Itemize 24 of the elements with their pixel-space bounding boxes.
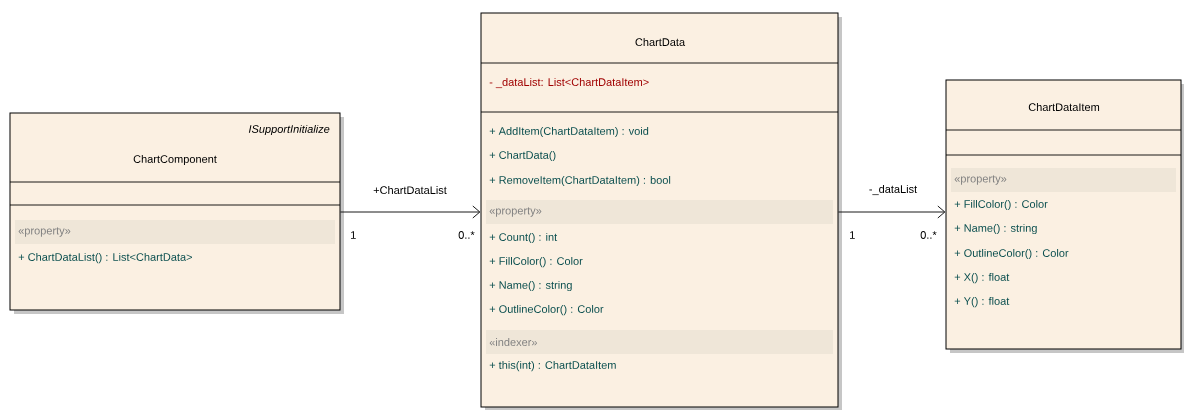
operation-text: + Name() : string <box>954 223 1037 235</box>
operation-text: + RemoveItem(ChartDataItem) : bool <box>489 175 671 187</box>
operation-text: + ChartData() <box>489 150 556 162</box>
stereotype-band: «property» <box>951 168 1176 192</box>
operation-text: + OutlineColor() : Color <box>489 304 604 316</box>
operation-text: + Y() : float <box>954 296 1010 308</box>
class-name: ChartDataItem <box>1028 102 1100 112</box>
multiplicity-label: 1 <box>850 231 855 239</box>
attribute-text: - _dataList: List<ChartDataItem> <box>489 77 649 89</box>
operation-text: + Name() : string <box>489 280 572 292</box>
edge-label: +ChartDataList <box>372 184 448 196</box>
operation-text: + FillColor() : Color <box>489 256 583 268</box>
operation-text: + OutlineColor() : Color <box>954 248 1069 260</box>
operation-text: + this(int) : ChartDataItem <box>489 360 616 372</box>
class-name: ChartData <box>635 37 686 47</box>
association-arrow <box>340 205 481 219</box>
stereotype-band: «indexer» <box>486 330 833 354</box>
operation-text: + Count() : int <box>489 232 558 244</box>
operation-text: + X() : float <box>954 272 1010 284</box>
edge-label: -_dataList <box>867 183 919 197</box>
stereotype-band: «property» <box>486 200 833 224</box>
operation-text: + AddItem(ChartDataItem) : void <box>489 126 649 138</box>
operation-text: + FillColor() : Color <box>954 199 1048 211</box>
association-arrow <box>838 205 946 219</box>
